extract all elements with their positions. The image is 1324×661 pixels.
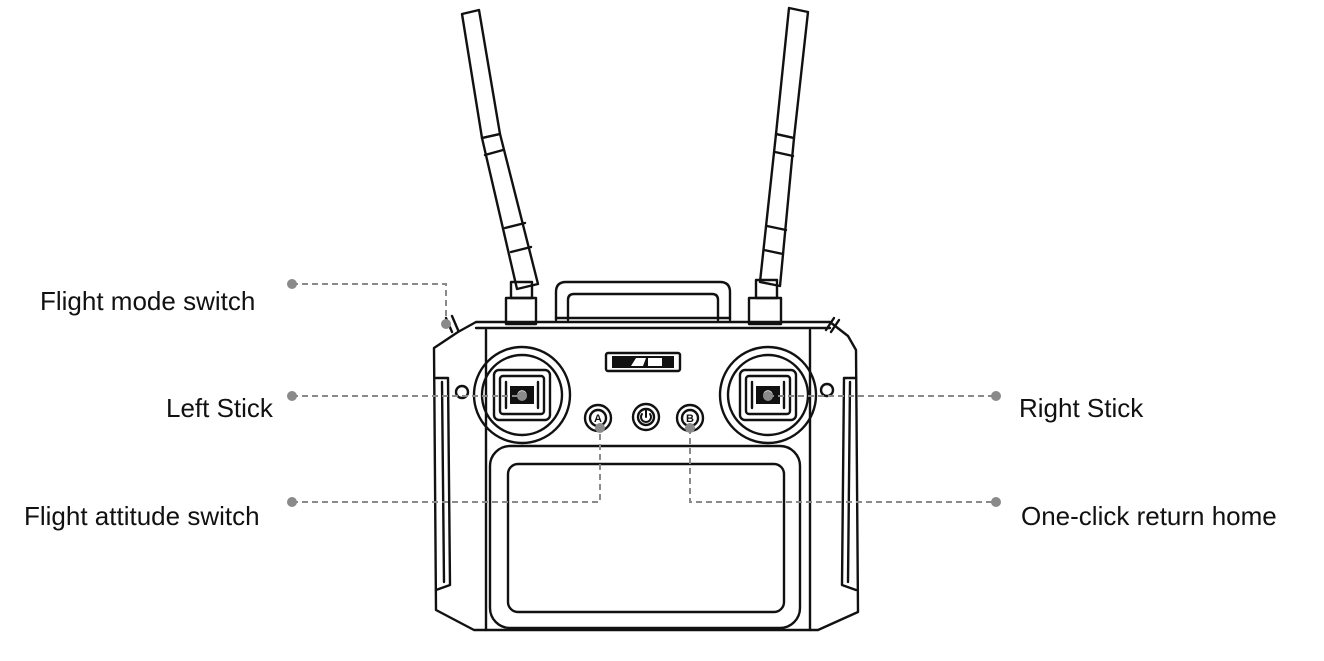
left-grip bbox=[434, 376, 452, 592]
label-one-click-return-home: One-click return home bbox=[1021, 501, 1277, 531]
leader-dot bbox=[685, 423, 695, 433]
button-a-label: A bbox=[594, 413, 602, 425]
leader-dot bbox=[763, 391, 773, 401]
label-flight-mode-switch: Flight mode switch bbox=[40, 286, 256, 316]
button-b-label: B bbox=[686, 413, 694, 425]
label-flight-attitude-switch: Flight attitude switch bbox=[24, 501, 260, 531]
left-antenna bbox=[460, 8, 540, 326]
right-grip bbox=[840, 376, 858, 592]
leader-dot bbox=[991, 391, 1001, 401]
leader-return-home bbox=[689, 428, 996, 503]
right-aux-dot bbox=[819, 382, 835, 398]
leader-dot bbox=[287, 497, 297, 507]
touch-screen bbox=[488, 444, 802, 630]
controller-body bbox=[432, 316, 860, 632]
leader-flight-attitude-switch bbox=[292, 428, 601, 503]
leader-dot bbox=[991, 497, 1001, 507]
leader-dot bbox=[517, 391, 527, 401]
left-aux-dot bbox=[454, 384, 470, 400]
leader-dot bbox=[287, 391, 297, 401]
right-antenna bbox=[747, 6, 810, 326]
leader-dot bbox=[441, 319, 451, 329]
label-left-stick: Left Stick bbox=[166, 393, 273, 423]
power-button bbox=[631, 402, 661, 432]
label-right-stick: Right Stick bbox=[1019, 393, 1144, 423]
leader-dot bbox=[595, 423, 605, 433]
brand-badge bbox=[604, 351, 682, 373]
leader-dot bbox=[287, 279, 297, 289]
carry-handle bbox=[554, 280, 732, 322]
leader-flight-mode-switch bbox=[292, 283, 447, 322]
